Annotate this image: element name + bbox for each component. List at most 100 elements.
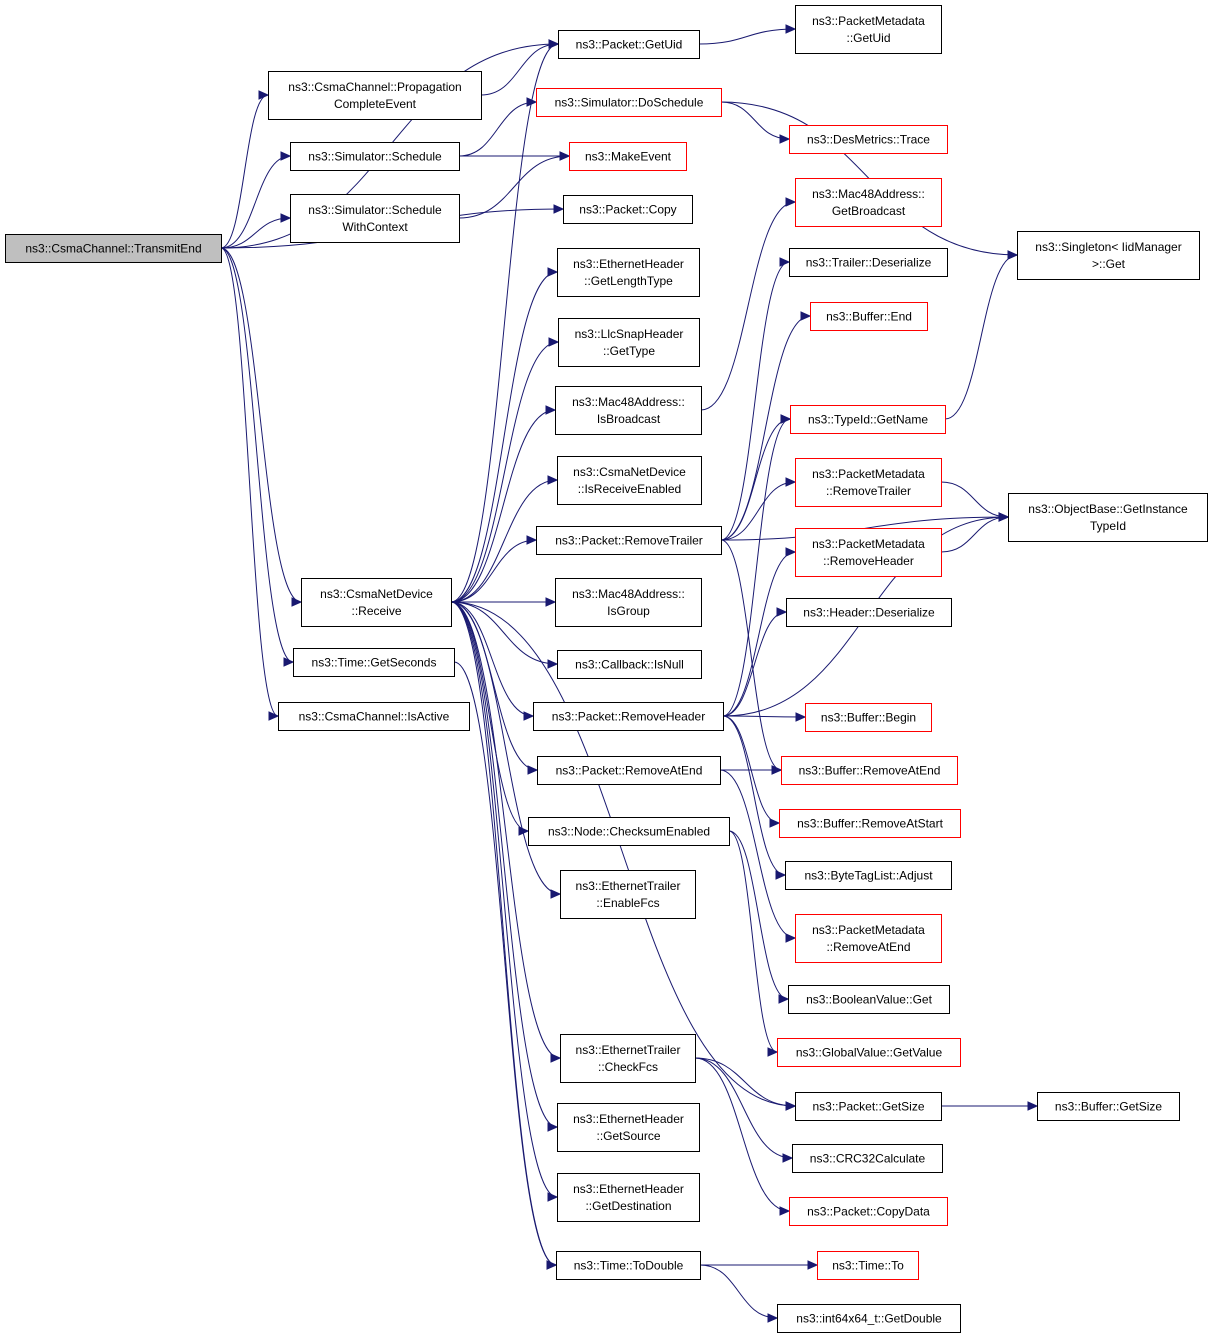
node-box (5, 234, 222, 263)
node-label: ns3::Packet::Copy (579, 203, 676, 217)
node-label: ns3::Buffer::GetSize (1055, 1100, 1162, 1114)
node-typeid-getname[interactable]: ns3::TypeId::GetName (790, 405, 946, 434)
node-csmachannel-isactive[interactable]: ns3::CsmaChannel::IsActive (278, 702, 470, 731)
node-buffer-begin[interactable]: ns3::Buffer::Begin (805, 703, 932, 732)
node-csmanetdevice-receive[interactable]: ns3::CsmaNetDevice::Receive (301, 578, 452, 627)
node-singleton-get[interactable]: ns3::Singleton< IidManager>::Get (1017, 231, 1200, 280)
node-trailer-deserialize[interactable]: ns3::Trailer::Deserialize (789, 248, 948, 277)
node-box (795, 178, 942, 227)
node-label: ::GetSource (596, 1129, 660, 1143)
node-mac48-isgroup[interactable]: ns3::Mac48Address::IsGroup (555, 578, 702, 627)
node-ethhdr-getsource[interactable]: ns3::EthernetHeader::GetSource (557, 1103, 700, 1152)
call-edge-packet_removetrailer-to-trailer_deserialize (720, 257, 791, 541)
node-label: ns3::LlcSnapHeader (575, 327, 684, 341)
node-label: ::GetUid (846, 31, 890, 45)
node-header-deserialize[interactable]: ns3::Header::Deserialize (786, 598, 952, 627)
node-label: ns3::Buffer::RemoveAtStart (797, 817, 944, 831)
node-label: CompleteEvent (334, 97, 417, 111)
node-llcsnap-gettype[interactable]: ns3::LlcSnapHeader::GetType (558, 318, 700, 367)
node-booleanvalue-get[interactable]: ns3::BooleanValue::Get (788, 985, 950, 1014)
node-label: TypeId (1090, 519, 1126, 533)
node-mac48-isbroadcast[interactable]: ns3::Mac48Address::IsBroadcast (555, 386, 702, 435)
node-simulator-doschedule[interactable]: ns3::Simulator::DoSchedule (536, 88, 722, 117)
node-pm-removeheader[interactable]: ns3::PacketMetadata::RemoveHeader (795, 528, 942, 577)
node-label: ns3::Mac48Address:: (572, 395, 685, 409)
arrowhead-icon (548, 39, 560, 49)
node-label: ::GetLengthType (584, 274, 673, 288)
node-packetmetadata-getuid[interactable]: ns3::PacketMetadata::GetUid (795, 5, 942, 54)
node-box (536, 526, 722, 555)
node-packet-removeheader[interactable]: ns3::Packet::RemoveHeader (533, 702, 724, 731)
node-time-to[interactable]: ns3::Time::To (817, 1251, 919, 1280)
arrowhead-icon (767, 1047, 779, 1057)
call-edge-mac48_isbroadcast-to-mac48_getbroadcast (700, 197, 797, 411)
arrowhead-icon (785, 1101, 797, 1111)
node-simulator-schedule[interactable]: ns3::Simulator::Schedule (290, 142, 460, 171)
node-label: ns3::EthernetTrailer (576, 1043, 681, 1057)
node-box (536, 88, 722, 117)
node-crc32calculate[interactable]: ns3::CRC32Calculate (792, 1144, 943, 1173)
call-edge-packet_getuid-to-packetmetadata_getuid (698, 24, 797, 45)
node-callback-isnull[interactable]: ns3::Callback::IsNull (557, 650, 702, 679)
call-edge-packet_removeheader-to-header_deserialize (722, 607, 788, 717)
node-label: ns3::EthernetHeader (573, 257, 684, 271)
node-label: ns3::MakeEvent (585, 150, 672, 164)
call-edge-time_getseconds-to-time_todouble (453, 661, 558, 1270)
node-label: ns3::Mac48Address:: (812, 187, 925, 201)
node-packet-removeatend[interactable]: ns3::Packet::RemoveAtEnd (537, 756, 721, 785)
node-label: ns3::BooleanValue::Get (806, 993, 933, 1007)
node-packet-getuid[interactable]: ns3::Packet::GetUid (558, 30, 700, 59)
node-transmit-end[interactable]: ns3::CsmaChannel::TransmitEnd (5, 234, 222, 263)
node-globalvalue-getvalue[interactable]: ns3::GlobalValue::GetValue (777, 1038, 961, 1067)
node-buffer-getsize[interactable]: ns3::Buffer::GetSize (1037, 1092, 1180, 1121)
node-packet-copydata[interactable]: ns3::Packet::CopyData (789, 1197, 948, 1226)
arrowhead-icon (550, 1053, 562, 1063)
node-box (790, 405, 946, 434)
node-int64x64-getdouble[interactable]: ns3::int64x64_t::GetDouble (777, 1304, 961, 1333)
node-label: ns3::Time::To (832, 1259, 904, 1273)
call-edge-typeid_getname-to-singleton_get (944, 250, 1019, 420)
node-label: ns3::Packet::RemoveHeader (552, 710, 705, 724)
node-buffer-end[interactable]: ns3::Buffer::End (810, 302, 928, 331)
node-ethtrailer-enablefcs[interactable]: ns3::EthernetTrailer::EnableFcs (560, 870, 696, 919)
node-label: ::RemoveAtEnd (826, 940, 910, 954)
call-edge-packet_removeheader-to-bytetaglist_adjust (722, 715, 787, 880)
arrowhead-icon (291, 597, 303, 607)
node-desmetrics-trace[interactable]: ns3::DesMetrics::Trace (789, 125, 948, 154)
node-label: ::EnableFcs (596, 896, 659, 910)
node-label: ns3::CsmaChannel::IsActive (299, 710, 450, 724)
node-ethhdr-getlengthtype[interactable]: ns3::EthernetHeader::GetLengthType (557, 248, 700, 297)
arrowhead-icon (780, 414, 792, 424)
node-time-getseconds[interactable]: ns3::Time::GetSeconds (293, 648, 455, 677)
node-box (290, 194, 460, 243)
node-pm-removeatend[interactable]: ns3::PacketMetadata::RemoveAtEnd (795, 914, 942, 963)
node-node-checksumenabled[interactable]: ns3::Node::ChecksumEnabled (528, 817, 730, 846)
node-box (785, 861, 952, 890)
call-edge-csmanetdevice_receive-to-ethhdr_getdestination (450, 601, 559, 1202)
node-mac48-getbroadcast[interactable]: ns3::Mac48Address::GetBroadcast (795, 178, 942, 227)
node-packet-getsize[interactable]: ns3::Packet::GetSize (795, 1092, 942, 1121)
node-box (557, 1103, 700, 1152)
node-ethtrailer-checkfcs[interactable]: ns3::EthernetTrailer::CheckFcs (560, 1034, 696, 1083)
node-label: ns3::Mac48Address:: (572, 587, 685, 601)
node-csmanetdevice-isreceiveenabled[interactable]: ns3::CsmaNetDevice::IsReceiveEnabled (557, 456, 702, 505)
node-ethhdr-getdestination[interactable]: ns3::EthernetHeader::GetDestination (557, 1173, 700, 1222)
node-buffer-removeatstart[interactable]: ns3::Buffer::RemoveAtStart (779, 809, 961, 838)
node-packet-removetrailer[interactable]: ns3::Packet::RemoveTrailer (536, 526, 722, 555)
node-label: ns3::Packet::GetUid (576, 38, 683, 52)
node-bytetaglist-adjust[interactable]: ns3::ByteTagList::Adjust (785, 861, 952, 890)
call-edge-csmanetdevice_receive-to-llcsnap_gettype (450, 337, 560, 603)
node-propagation-complete[interactable]: ns3::CsmaChannel::PropagationCompleteEve… (268, 71, 482, 120)
node-packet-copy[interactable]: ns3::Packet::Copy (563, 195, 693, 224)
call-edge-packet_removeheader-to-typeid_getname (722, 414, 792, 717)
node-box (555, 578, 702, 627)
node-makeevent[interactable]: ns3::MakeEvent (569, 142, 687, 171)
node-buffer-removeatend[interactable]: ns3::Buffer::RemoveAtEnd (781, 756, 958, 785)
node-time-todouble[interactable]: ns3::Time::ToDouble (556, 1251, 701, 1280)
call-edge-packet_removeatend-to-pm_removeatend (719, 769, 797, 943)
node-pm-removetrailer[interactable]: ns3::PacketMetadata::RemoveTrailer (795, 458, 942, 507)
arrowhead-icon (782, 1153, 794, 1163)
arrowhead-icon (785, 933, 797, 943)
